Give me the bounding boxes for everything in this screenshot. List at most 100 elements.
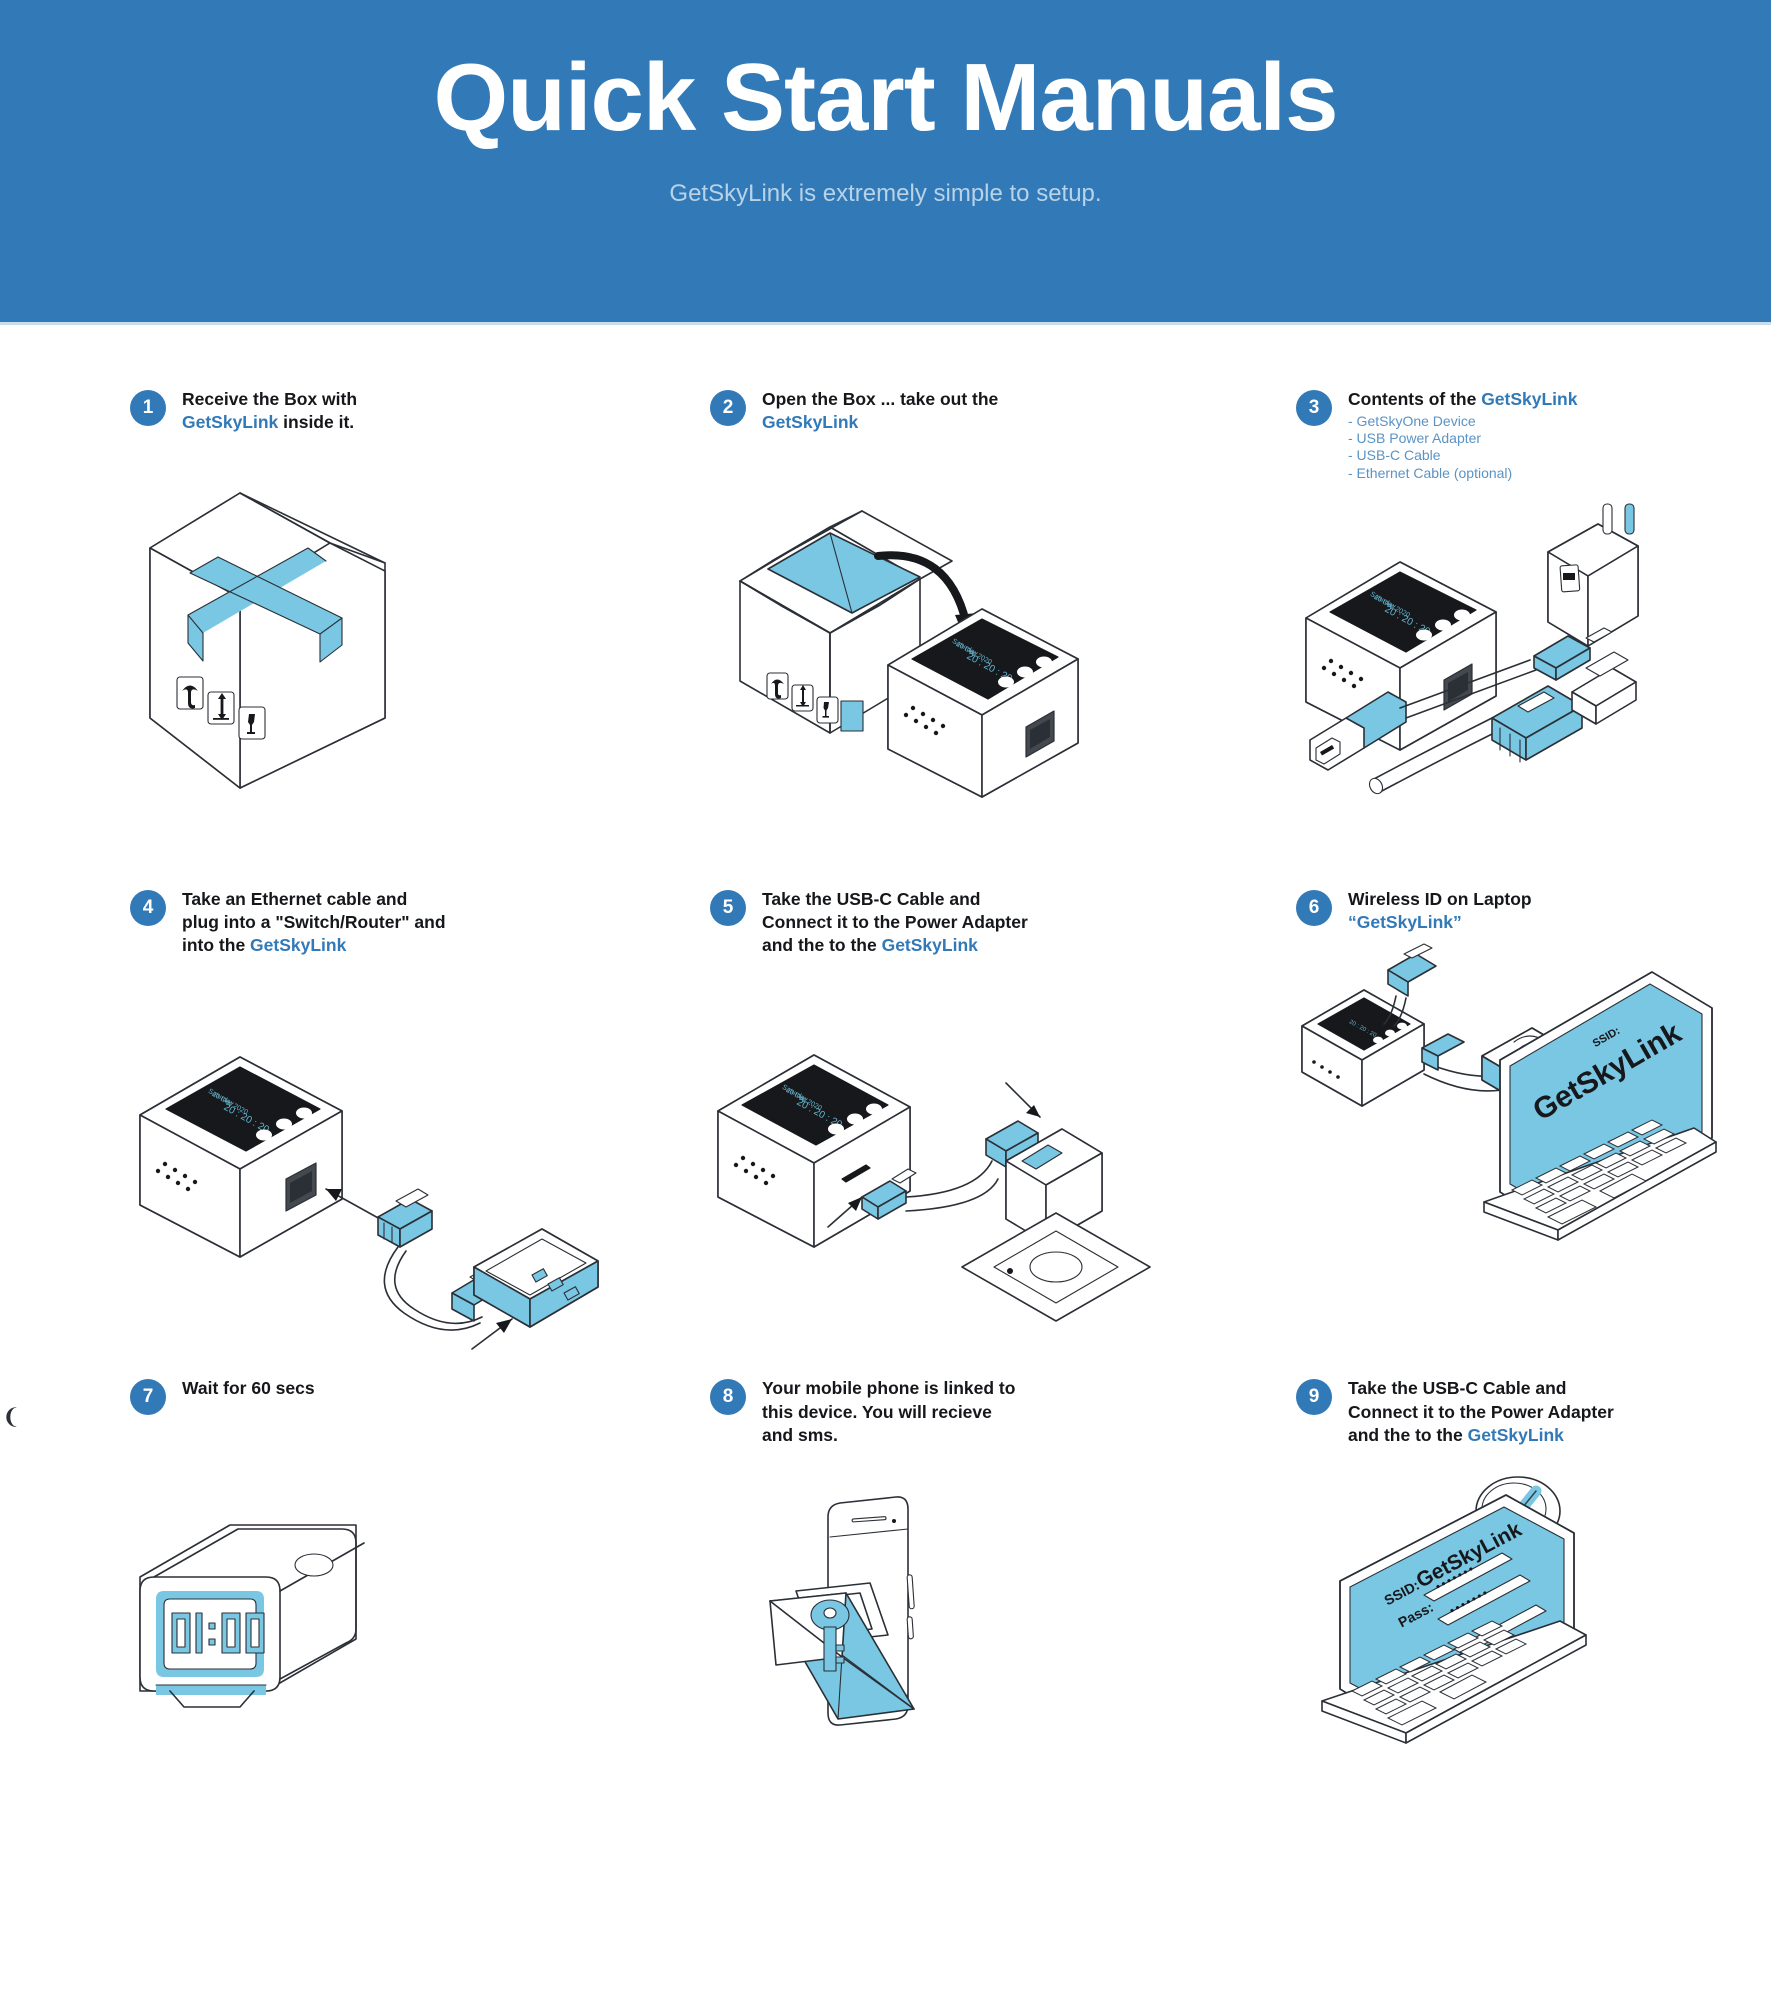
sms-envelope [769, 1582, 915, 1720]
step-card-3: 3 Contents of the GetSkyLink - GetSkyOne… [1180, 388, 1770, 830]
step-3-header: 3 Contents of the GetSkyLink - GetSkyOne… [1296, 388, 1770, 482]
device-button-2[interactable] [1385, 1029, 1395, 1037]
device-button-1[interactable] [1416, 629, 1432, 641]
switch-router [473, 1228, 599, 1329]
device-unit: Saturday 20 Dec 2020 20 : 20 : 20 [717, 1054, 911, 1249]
step-3-bullets: - GetSkyOne Device - USB Power Adapter -… [1348, 413, 1577, 481]
device-button-2[interactable] [1017, 666, 1033, 678]
step-8-header: 8 Your mobile phone is linked to this de… [710, 1377, 1180, 1447]
step-2-brand: GetSkyLink [762, 412, 859, 433]
rj45-plug-device [377, 1188, 433, 1249]
step-1-header: 1 Receive the Box with GetSkyLink inside… [130, 388, 590, 435]
device-button-3[interactable] [866, 1103, 882, 1115]
step-3-line1: Contents of the [1348, 389, 1482, 409]
step-4-brand: GetSkyLink [250, 935, 347, 956]
step-number-badge-4: 4 [130, 889, 166, 926]
step-1-line1: Receive the Box with [182, 389, 358, 409]
device-button-2[interactable] [847, 1113, 863, 1125]
step-number-badge-8: 8 [710, 1379, 746, 1416]
step-3-text: Contents of the GetSkyLink - GetSkyOne D… [1348, 388, 1577, 482]
device-button-1[interactable] [828, 1123, 844, 1135]
plug-arrow-adapter-icon [1005, 1082, 1041, 1119]
keep-dry-umbrella-icon [176, 675, 204, 710]
illustration-laptop-ssid: 20 : 20 : 20 [1296, 943, 1766, 1282]
device-vents [155, 1162, 198, 1192]
device-button-1[interactable] [998, 676, 1014, 688]
step-8-line1: Your mobile phone is linked to [762, 1378, 1016, 1399]
step-6-text: Wireless ID on Laptop “GetSkyLink” [1348, 888, 1532, 935]
plug-arrow-1-icon [325, 1188, 381, 1221]
device-button-3[interactable] [1454, 609, 1470, 621]
plug-arrow-2-icon [471, 1318, 513, 1351]
step-8-line2: this device. You will recieve [762, 1401, 992, 1422]
bullet-item: - USB Power Adapter [1348, 430, 1482, 447]
laptop-keyboard[interactable] [1350, 1620, 1528, 1726]
step-8-text: Your mobile phone is linked to this devi… [762, 1377, 1015, 1447]
laptop-usb-plug [1421, 1033, 1465, 1071]
bullet-item: - Ethernet Cable (optional) [1348, 464, 1513, 481]
step-number-badge-6: 6 [1296, 889, 1332, 926]
laptop: GetSkyLink SSID: ••••••• Pass: ••••••• [1321, 1494, 1587, 1744]
wall-socket [961, 1212, 1151, 1323]
device-vents [903, 705, 946, 735]
step-5-brand: GetSkyLink [881, 935, 978, 956]
step-2-line1: Open the Box ... take out the [762, 389, 999, 409]
bullet-item: - USB-C Cable [1348, 447, 1441, 464]
step-number-badge-1: 1 [130, 390, 166, 426]
step-number-badge-3: 3 [1296, 390, 1332, 426]
steps-row-1: 1 Receive the Box with GetSkyLink inside… [0, 388, 1771, 830]
illustration-laptop-login: GetSkyLink SSID: ••••••• Pass: ••••••• [1296, 1473, 1766, 1803]
step-7-text: Wait for 60 secs [182, 1378, 315, 1399]
step-5-line2: Connect it to the Power Adapter [762, 911, 1028, 932]
device-unit: Saturday 20 Dec 2020 20 : 20 : 20 [139, 1056, 343, 1259]
step-6-line1: Wireless ID on Laptop [1348, 888, 1532, 909]
device-unit-small: 20 : 20 : 20 [1301, 989, 1425, 1107]
device-button-3[interactable] [1036, 656, 1052, 668]
device-button-3[interactable] [1397, 1022, 1407, 1030]
device-button-1[interactable] [1373, 1036, 1383, 1044]
illustration-usbc-adapter: Saturday 20 Dec 2020 20 : 20 : 20 [710, 975, 1180, 1323]
step-5-line1: Take the USB-C Cable and [762, 888, 981, 909]
step-number-badge-7: 7 [130, 1379, 166, 1416]
step-9-line3: and the to the [1348, 1424, 1468, 1445]
device-button-2[interactable] [276, 1118, 292, 1130]
step-4-header: 4 Take an Ethernet cable and plug into a… [130, 888, 590, 958]
plug-arrow-usbc-icon [827, 1196, 863, 1229]
device-button-3[interactable] [296, 1107, 312, 1119]
step-6-header: 6 Wireless ID on Laptop “GetSkyLink” [1296, 888, 1770, 935]
step-3-brand: GetSkyLink [1481, 389, 1578, 409]
step-card-9: 9 Take the USB-C Cable and Connect it to… [1180, 1377, 1770, 1829]
adapter-usbc-end [985, 1120, 1039, 1169]
illustration-clock [130, 1499, 600, 1829]
usbc-plug [861, 1168, 917, 1221]
ethernet-cable [1368, 651, 1637, 794]
device-button-1[interactable] [256, 1129, 272, 1141]
step-4-line2: plug into a "Switch/Router" and [182, 911, 446, 932]
step-card-6: 6 Wireless ID on Laptop “GetSkyLink” 20 [1180, 888, 1770, 1306]
step-9-text: Take the USB-C Cable and Connect it to t… [1348, 1377, 1614, 1447]
device-vents [1321, 658, 1364, 688]
step-2-header: 2 Open the Box ... take out the GetSkyLi… [710, 388, 1180, 435]
bullet-item: - GetSkyOne Device [1348, 413, 1476, 430]
laptop-keyboard[interactable] [1510, 1119, 1688, 1225]
page-header: Quick Start Manuals GetSkyLink is extrem… [0, 0, 1771, 325]
step-number-badge-9: 9 [1296, 1379, 1332, 1416]
device-ethernet-port [285, 1162, 317, 1212]
usb-power-adapter [1547, 503, 1639, 647]
step-card-8: 8 Your mobile phone is linked to this de… [590, 1377, 1180, 1829]
step-9-brand: GetSkyLink [1467, 1424, 1564, 1445]
fragile-glass-icon [238, 705, 266, 740]
step-card-2: 2 Open the Box ... take out the GetSkyLi… [590, 388, 1180, 830]
step-card-4: 4 Take an Ethernet cable and plug into a… [0, 888, 599, 1351]
open-box-symbols [766, 671, 864, 732]
step-5-text: Take the USB-C Cable and Connect it to t… [762, 888, 1028, 958]
device-button-2[interactable] [1435, 619, 1451, 631]
step-2-text: Open the Box ... take out the GetSkyLink [762, 388, 998, 435]
step-7-header: 7 Wait for 60 secs [130, 1377, 590, 1416]
step-4-line1: Take an Ethernet cable and [182, 888, 408, 909]
step-number-badge-2: 2 [710, 390, 746, 426]
usbc-cable [1309, 627, 1613, 771]
steps-container: 1 Receive the Box with GetSkyLink inside… [0, 388, 1771, 1829]
box-symbols [176, 675, 266, 740]
step-4-text: Take an Ethernet cable and plug into a "… [182, 888, 446, 958]
